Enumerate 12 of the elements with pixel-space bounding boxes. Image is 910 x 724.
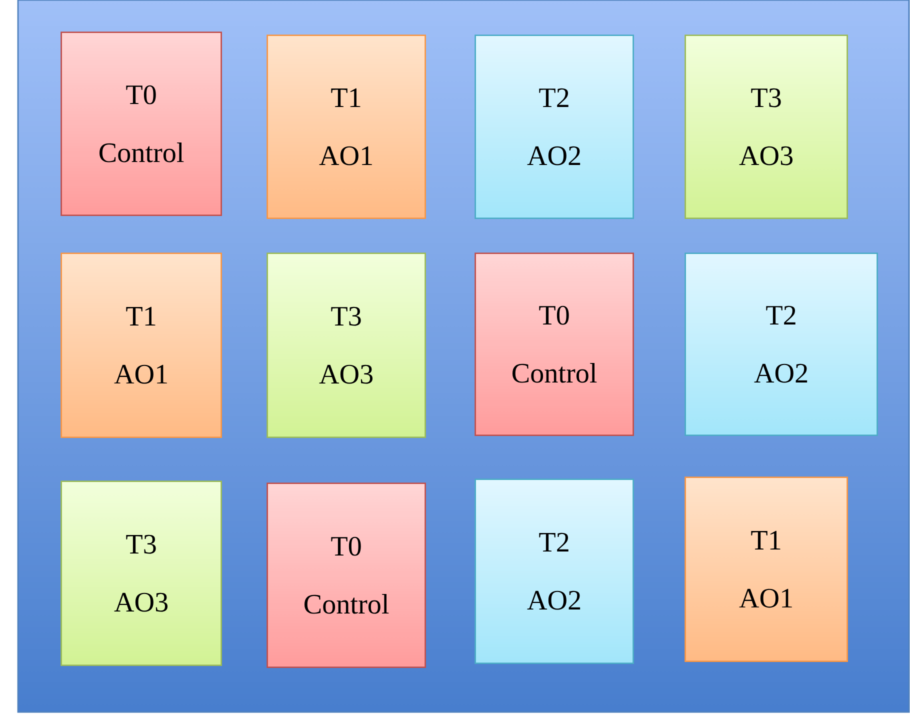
treatment-box: T3 AO3 [684, 34, 848, 219]
treatment-box: T0 Control [266, 482, 426, 668]
treatment-box: T2 AO2 [474, 34, 634, 219]
treatment-box: T2 AO2 [474, 478, 634, 664]
treatment-box: T3 AO3 [60, 480, 222, 666]
treatment-box: T0 Control [474, 252, 634, 436]
treatment-box: T1 AO1 [684, 476, 848, 662]
treatment-box: T0 Control [60, 32, 222, 216]
treatment-box: T1 AO1 [266, 34, 426, 219]
treatment-box: T3 AO3 [266, 252, 426, 438]
treatment-box: T2 AO2 [684, 252, 878, 436]
treatment-box: T1 AO1 [60, 252, 222, 438]
